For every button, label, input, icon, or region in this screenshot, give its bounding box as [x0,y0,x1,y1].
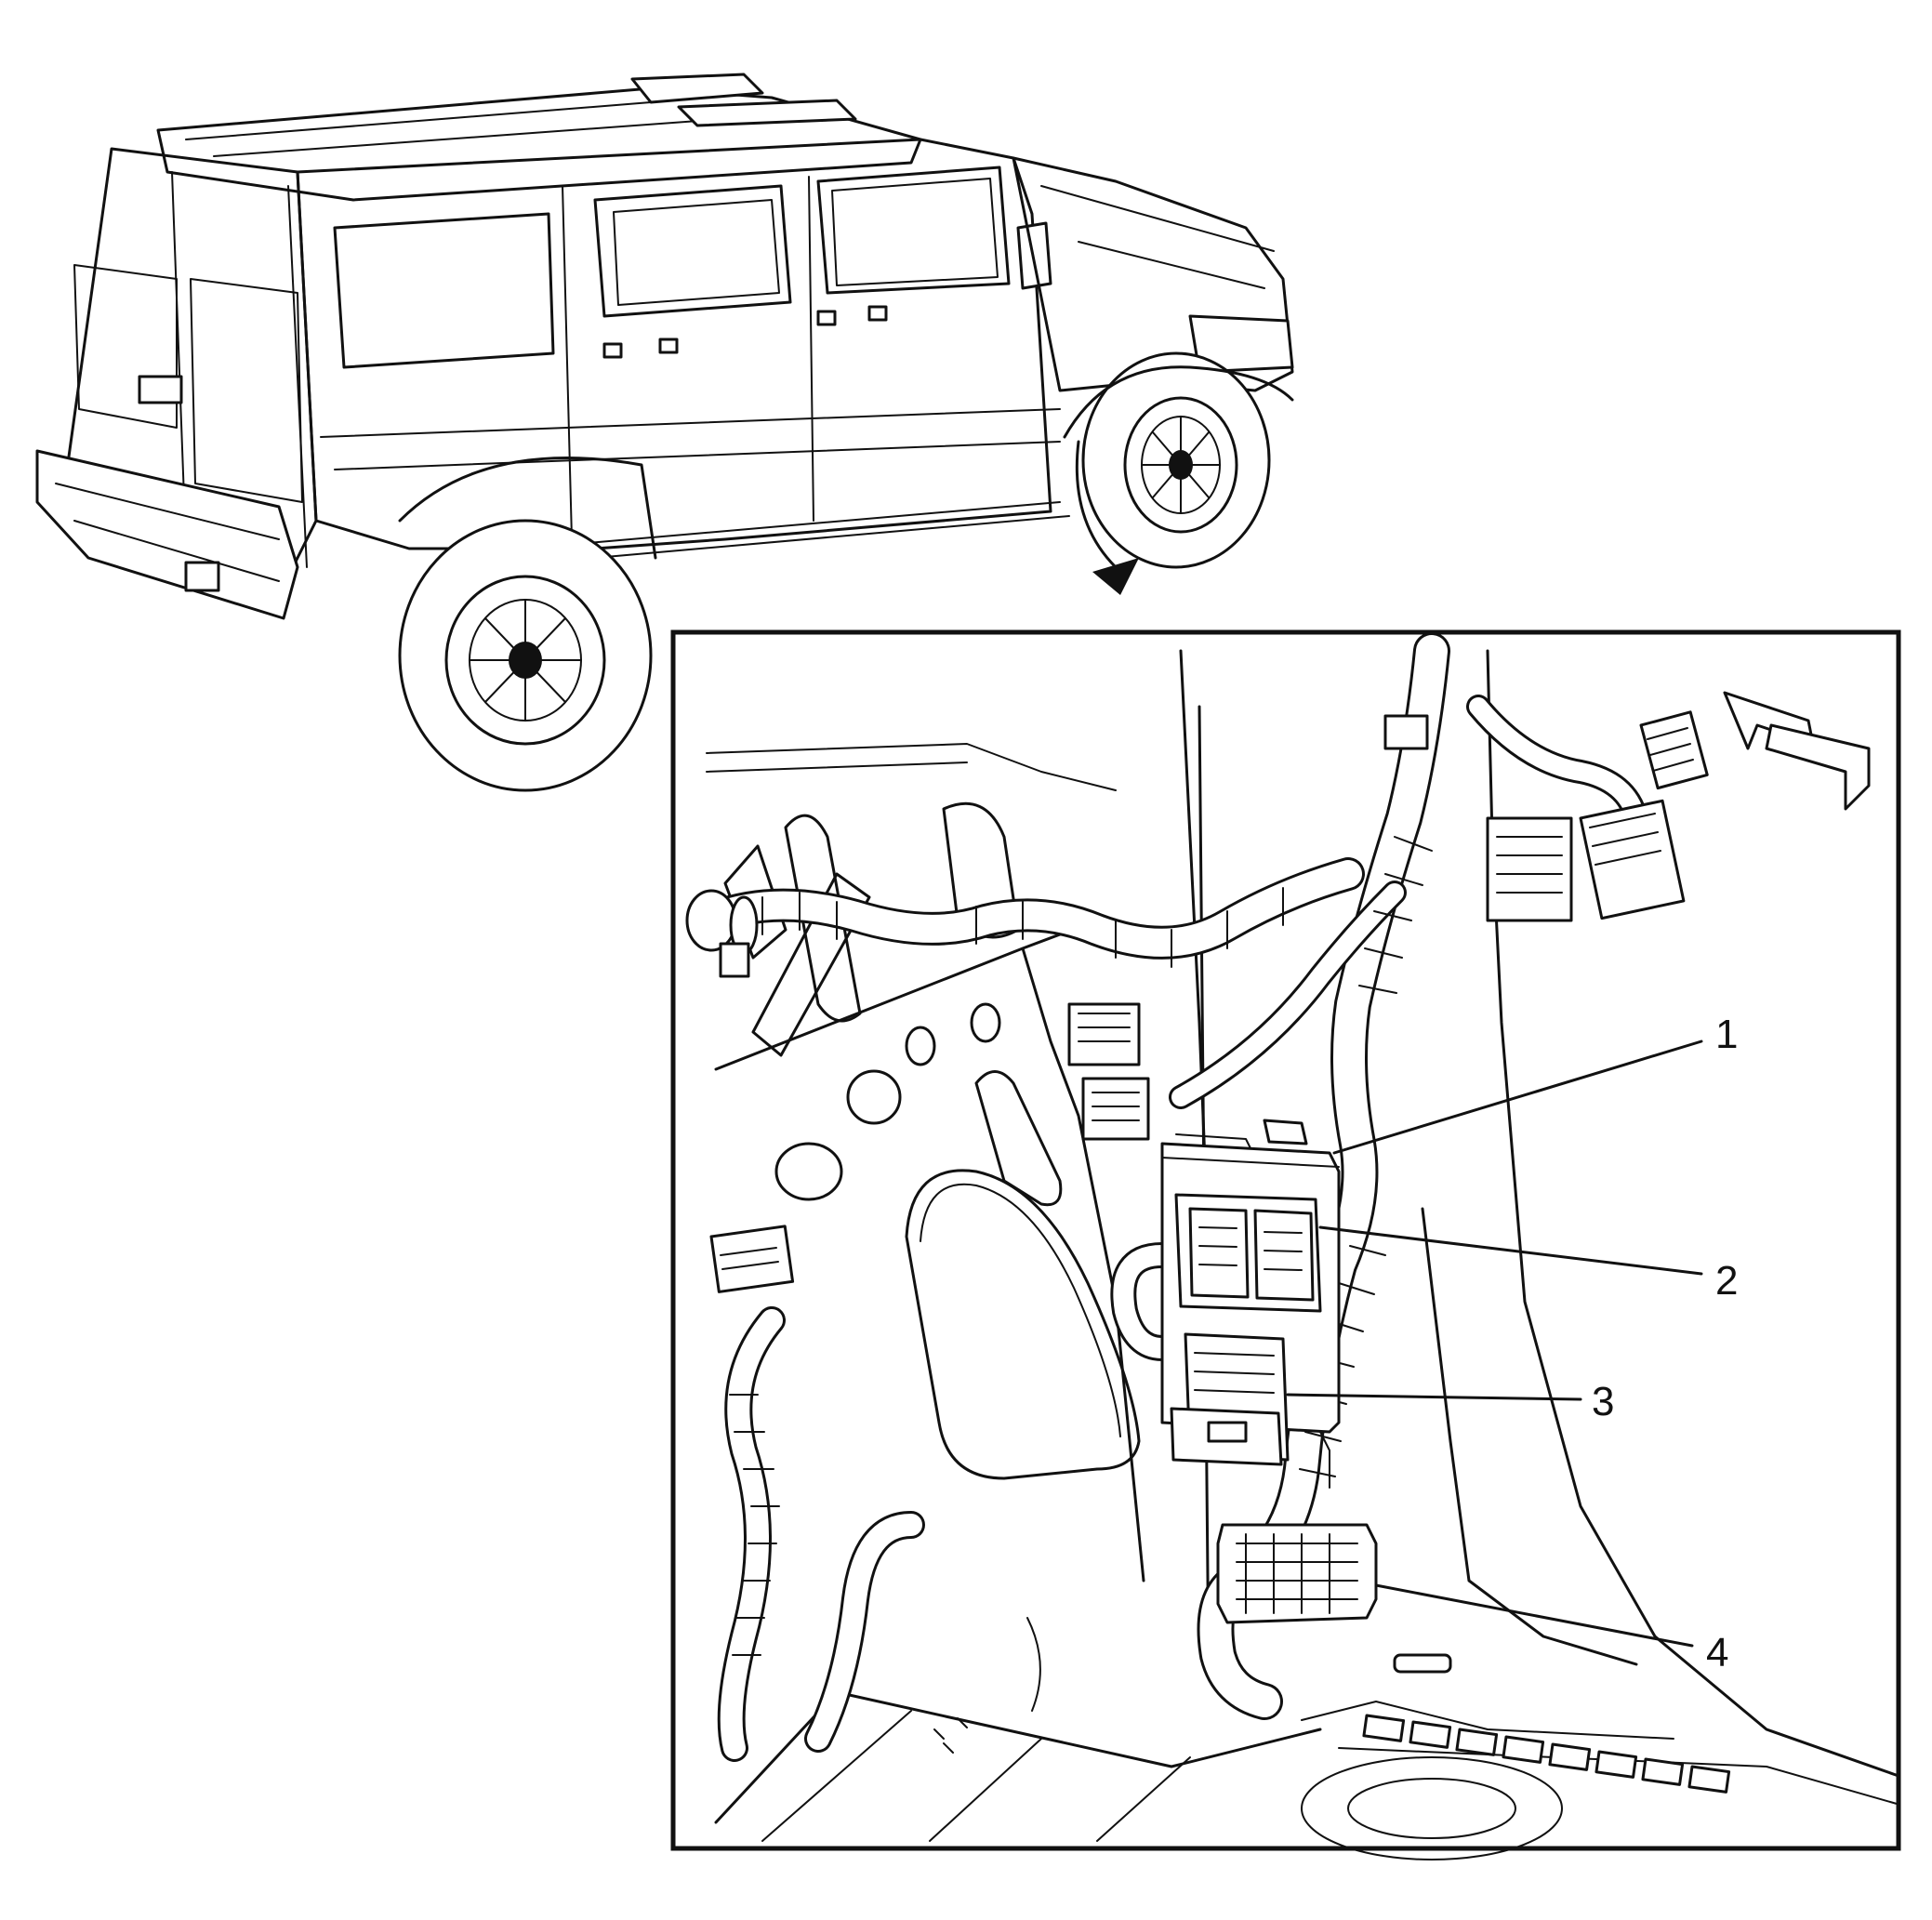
connector-left-side [709,1225,795,1293]
connector-3 [1170,1332,1290,1466]
leader-line-3 [1286,1393,1582,1401]
harness-grommet [685,889,759,978]
hitch-receiver [184,561,220,592]
callout-4: 4 [1706,1630,1728,1675]
connector-2 [1174,1193,1322,1313]
connector-4 [1216,1523,1378,1624]
leader-line-2 [1318,1225,1703,1276]
callout-1: 1 [1715,1012,1738,1057]
front-grille [1188,314,1294,374]
license-plate [138,375,183,404]
view-direction-arrow [1723,691,1871,811]
callout-3: 3 [1592,1379,1614,1424]
location-arrow [1075,440,1118,569]
callout-2: 2 [1715,1258,1738,1304]
connector-mid-left [1081,1077,1150,1141]
harness-clip [1383,714,1429,750]
leader-line-1 [1332,1039,1703,1155]
pillar-panel-opening [905,1169,1141,1480]
detail-inset: 1 2 3 4 [670,629,1901,1860]
connector-cluster-upper-right [1486,710,1709,922]
rear-wheel [398,519,653,792]
leader-line-4 [1374,1583,1694,1648]
vehicle-overview [35,73,1294,792]
front-wheel [1081,351,1271,569]
